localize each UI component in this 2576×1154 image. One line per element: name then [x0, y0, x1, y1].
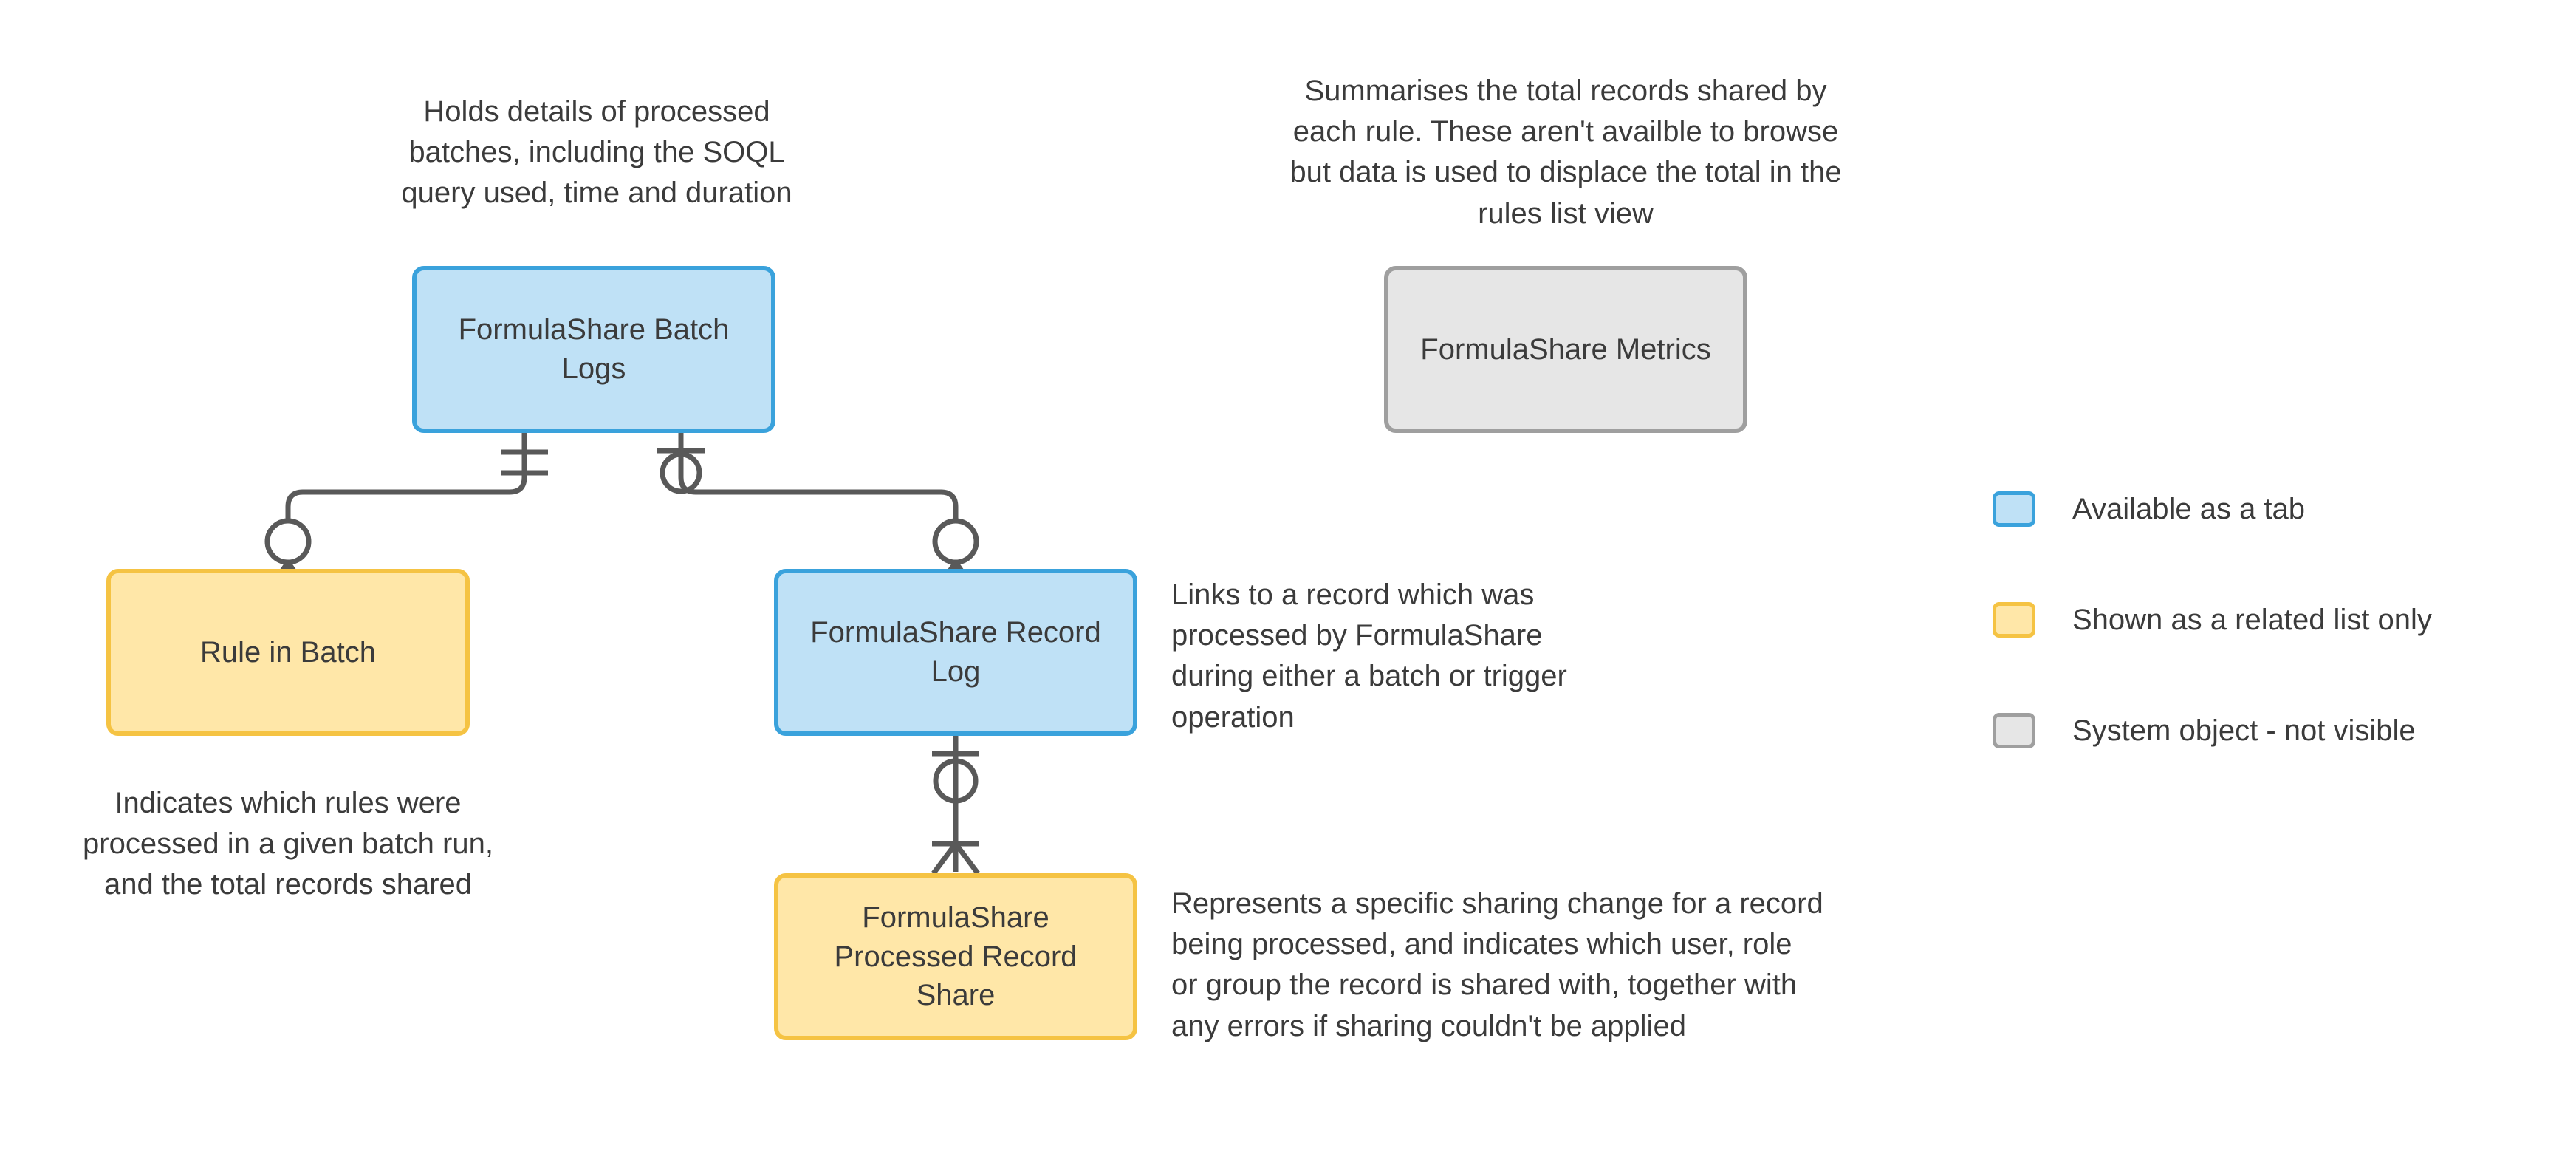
entity-label: Rule in Batch	[200, 635, 376, 669]
annotation-rule-in-batch: Indicates which rules were processed in …	[83, 787, 493, 901]
entity-box-record-log[interactable]: FormulaShare Record Log	[774, 569, 1137, 736]
legend: Available as a tab Shown as a related li…	[1993, 484, 2524, 816]
legend-swatch-blue	[1993, 491, 2035, 527]
annotation-record-log: Links to a record which was processed by…	[1171, 578, 1567, 734]
crows-foot	[931, 841, 980, 875]
zero-circle	[932, 518, 979, 565]
entity-label: FormulaShare Record Log	[810, 616, 1101, 688]
relationship-record-log-to-processed-record-share	[931, 736, 980, 875]
zero-circle	[264, 518, 312, 565]
entity-label: FormulaShare Batch Logs	[458, 313, 730, 385]
legend-swatch-yellow	[1993, 602, 2035, 638]
annotation-processed-record-share: Represents a specific sharing change for…	[1171, 887, 1823, 1042]
entity-box-processed-record-share[interactable]: FormulaShare Processed Record Share	[774, 873, 1137, 1040]
legend-swatch-grey	[1993, 713, 2035, 748]
zero-circle	[660, 451, 702, 494]
legend-item-available-as-tab: Available as a tab	[1993, 484, 2524, 534]
annotation-batch-logs: Holds details of processed batches, incl…	[401, 95, 792, 210]
legend-label: Available as a tab	[2072, 492, 2306, 525]
legend-item-related-list-only: Shown as a related list only	[1993, 595, 2524, 645]
entity-box-batch-logs[interactable]: FormulaShare Batch Logs	[412, 266, 775, 433]
entity-box-metrics[interactable]: FormulaShare Metrics	[1384, 266, 1747, 433]
entity-box-rule-in-batch[interactable]: Rule in Batch	[106, 569, 470, 736]
entity-label: FormulaShare Metrics	[1420, 332, 1711, 366]
legend-item-system-object: System object - not visible	[1993, 706, 2524, 756]
legend-label: System object - not visible	[2072, 714, 2416, 747]
legend-label: Shown as a related list only	[2072, 603, 2432, 636]
entity-label: FormulaShare Processed Record Share	[834, 901, 1078, 1012]
annotation-metrics: Summarises the total records shared by e…	[1289, 75, 1842, 230]
zero-circle	[933, 758, 979, 804]
